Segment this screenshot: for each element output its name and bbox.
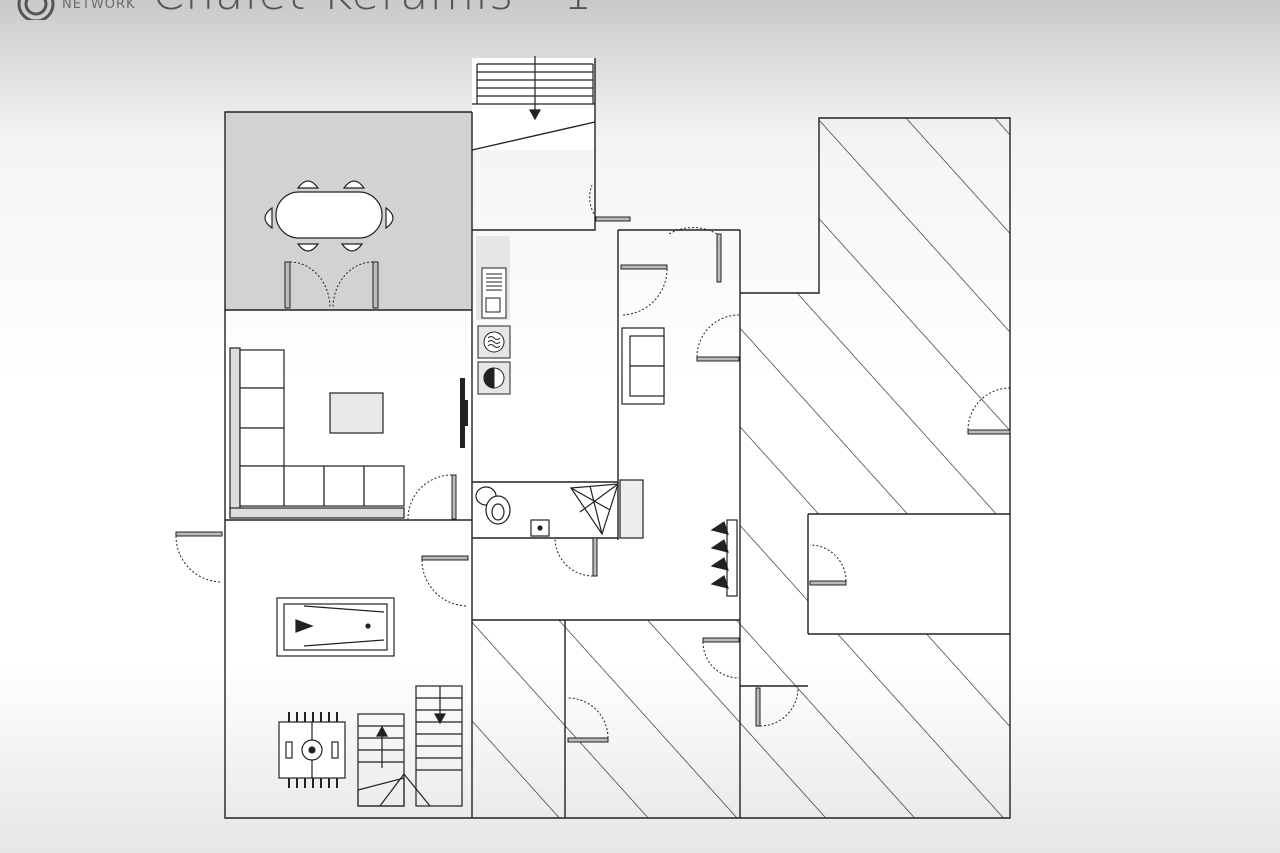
terrace-doors bbox=[284, 261, 379, 309]
hatched-area bbox=[472, 118, 1010, 818]
armchair-icon bbox=[621, 327, 665, 405]
dishwasher-icon bbox=[477, 325, 511, 359]
brand-network-label: NETWORK bbox=[62, 0, 136, 12]
stairs-up-icon bbox=[357, 713, 431, 807]
brand-logo-icon bbox=[17, 0, 55, 20]
doors bbox=[175, 184, 1011, 743]
sofa-icon bbox=[229, 347, 405, 519]
coffee-table-icon bbox=[329, 392, 384, 434]
stairs-down-lower-icon bbox=[415, 685, 463, 807]
stove-icon bbox=[481, 267, 507, 319]
toilet-icon bbox=[475, 486, 511, 525]
tv-icon bbox=[460, 378, 468, 448]
walls bbox=[224, 58, 1011, 819]
pool-table-icon bbox=[276, 597, 395, 657]
sink-icon bbox=[530, 519, 550, 537]
shower-icon bbox=[569, 479, 644, 539]
header: NETWORK Chalet Keramis - 1 bbox=[0, 0, 1280, 20]
page-title: Chalet Keramis - 1 bbox=[152, 0, 593, 20]
stairs-down-icon bbox=[472, 56, 595, 121]
foosball-table-icon bbox=[278, 712, 346, 788]
dining-table-icon bbox=[264, 180, 394, 252]
washing-machine-icon bbox=[477, 361, 511, 395]
ski-rack-icon bbox=[710, 519, 738, 597]
storage-room bbox=[808, 514, 1010, 634]
